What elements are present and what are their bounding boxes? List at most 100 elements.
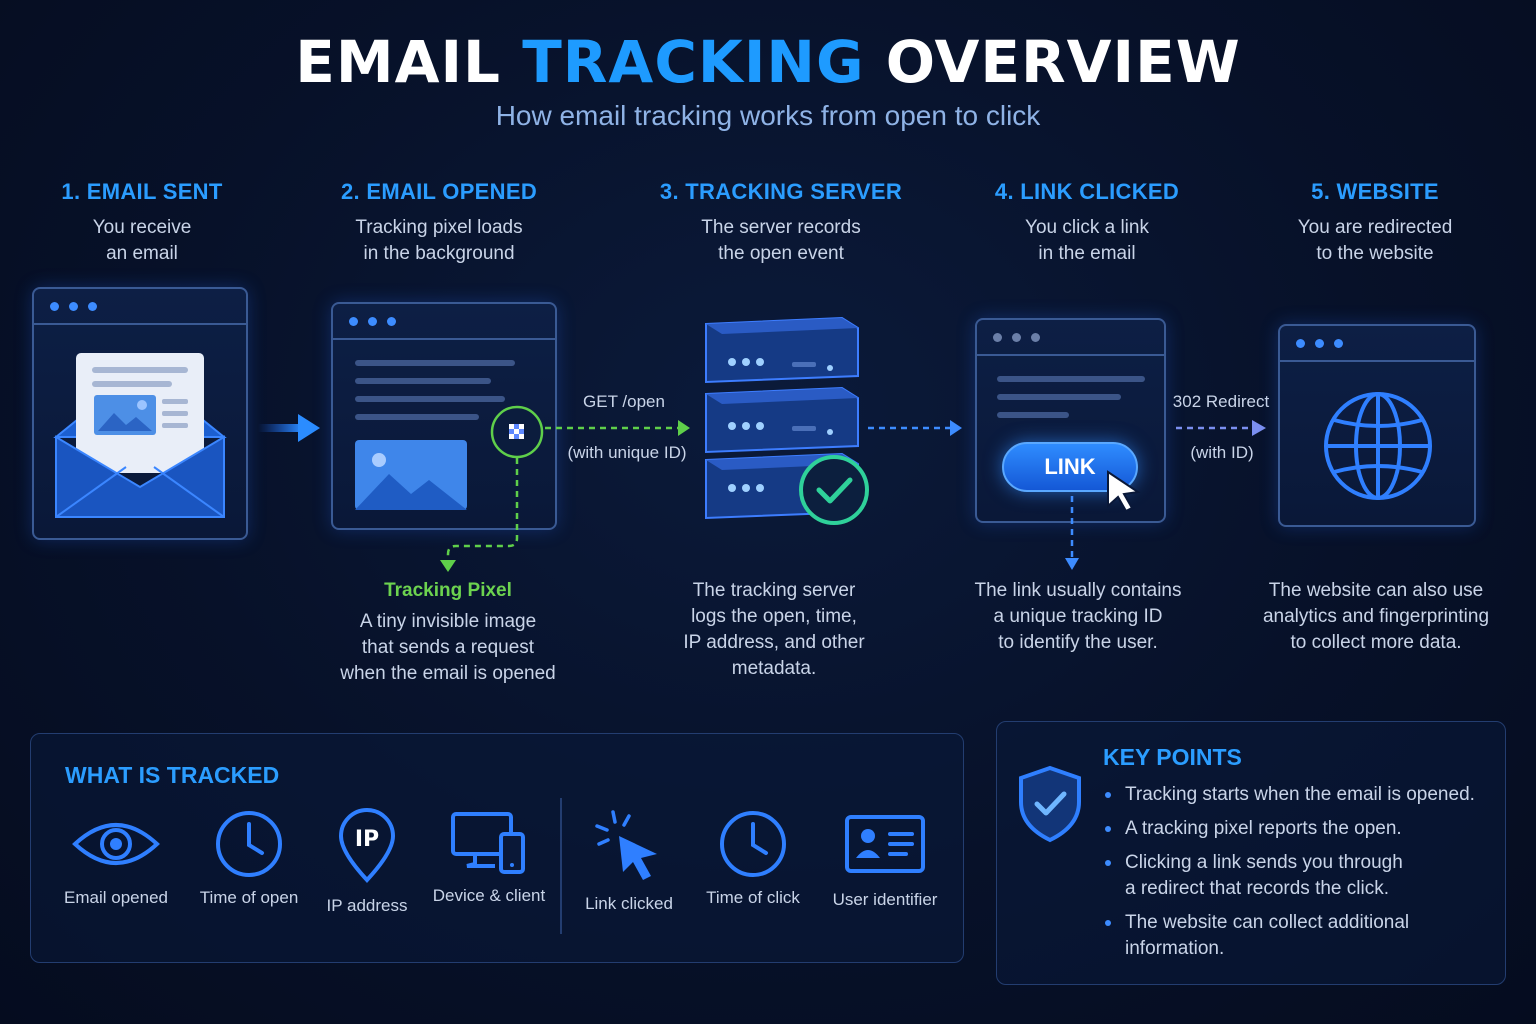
window-dot [1315, 338, 1324, 348]
window-dot [1296, 338, 1305, 348]
redirect-arrow-icon [1176, 420, 1266, 436]
tracked-ip-address: IP IP address [297, 808, 437, 916]
link-button[interactable]: LINK [1002, 442, 1138, 492]
note-line: metadata. [731, 658, 817, 679]
key-point: The website can collect additional inform… [1103, 910, 1493, 962]
step-title: 4. LINK CLICKED [994, 179, 1180, 204]
link-note: The link usually contains a unique track… [928, 578, 1228, 656]
cursor-icon [1107, 470, 1141, 512]
text-line [355, 396, 505, 402]
key-point-line: information. [1125, 938, 1225, 959]
step-desc-line: You are redirected [1297, 217, 1453, 238]
ip-icon-text: IP [355, 827, 379, 852]
text-line [997, 376, 1145, 382]
eye-icon [72, 823, 160, 865]
tracked-label: Email opened [64, 888, 168, 907]
tracked-time-of-open: Time of open [179, 811, 319, 908]
text-line [355, 360, 515, 366]
title-part1: EMAIL [295, 28, 523, 96]
window-dot [349, 316, 358, 326]
step-desc-line: in the background [363, 243, 515, 264]
note-line: The website can also use [1268, 580, 1484, 601]
note-line: to identify the user. [998, 632, 1158, 653]
step-desc-line: an email [106, 243, 178, 264]
window-dot [88, 301, 97, 311]
key-points-title: KEY POINTS [1103, 744, 1242, 770]
note-line: logs the open, time, [691, 606, 857, 627]
tracked-label: User identifier [832, 890, 938, 909]
window-dot [387, 316, 396, 326]
step-title: 1. EMAIL SENT [61, 179, 223, 204]
server-icon [705, 316, 869, 525]
with-id-label: (with ID) [1190, 443, 1254, 462]
window-titlebar [977, 320, 1164, 356]
note-line: analytics and fingerprinting [1262, 606, 1490, 627]
window-titlebar [34, 289, 246, 325]
window-dot [1031, 332, 1040, 342]
opened-email-window [331, 302, 557, 530]
tracked-label: Device & client [432, 886, 546, 905]
page-title: EMAIL TRACKING OVERVIEW [0, 28, 1536, 96]
tracking-pixel-title: Tracking Pixel [384, 580, 512, 601]
step-desc-line: the open event [718, 243, 844, 264]
key-point-line: A tracking pixel reports the open. [1125, 818, 1402, 839]
step-title: 5. WEBSITE [1311, 179, 1439, 204]
key-point-line: Clicking a link sends you through [1125, 852, 1403, 873]
key-point-line: Tracking starts when the email is opened… [1125, 784, 1475, 805]
window-dot [368, 316, 377, 326]
note-line: The tracking server [692, 580, 856, 601]
text-line [997, 412, 1069, 418]
step-desc-line: Tracking pixel loads [355, 217, 523, 238]
note-line: when the email is opened [340, 663, 556, 684]
key-points-panel: KEY POINTS Tracking starts when the emai… [996, 721, 1506, 985]
cursor-click-icon [595, 810, 657, 880]
title-accent: TRACKING [522, 28, 865, 96]
key-points-list: Tracking starts when the email is opened… [1103, 782, 1493, 970]
note-line: A tiny invisible image [359, 611, 537, 632]
text-line [355, 378, 491, 384]
window-dot [993, 332, 1002, 342]
arrow-right-icon [258, 414, 320, 442]
get-open-label: GET /open [583, 392, 665, 411]
page-subtitle: How email tracking works from open to cl… [495, 100, 1041, 131]
divider [560, 798, 562, 934]
key-point-line: The website can collect additional [1125, 912, 1410, 933]
key-point: Clicking a link sends you through a redir… [1103, 850, 1493, 902]
text-line [355, 414, 479, 420]
website-note: The website can also use analytics and f… [1226, 578, 1526, 656]
dashed-arrow-down-icon [1065, 496, 1079, 570]
note-line: a unique tracking ID [993, 606, 1163, 627]
clock-icon [720, 811, 786, 877]
window-titlebar [1280, 326, 1474, 362]
globe-icon [1324, 392, 1432, 500]
window-dot [1334, 338, 1343, 348]
step-title: 3. TRACKING SERVER [659, 179, 903, 204]
tracked-email-opened: Email opened [46, 814, 186, 908]
window-dot [1012, 332, 1021, 342]
envelope-icon [53, 353, 227, 518]
note-line: IP address, and other [683, 632, 865, 653]
window-titlebar [333, 304, 555, 340]
step-desc: Tracking pixel loads in the background [279, 215, 599, 267]
window-dot [69, 301, 78, 311]
tracked-label: Time of open [199, 888, 299, 907]
dashed-arrow-icon [868, 420, 962, 436]
note-line: The link usually contains [974, 580, 1182, 601]
shield-check-icon [1019, 765, 1081, 843]
tracked-label: IP address [326, 896, 408, 915]
tracked-label: Link clicked [585, 894, 673, 913]
tracked-time-of-click: Time of click [683, 811, 823, 908]
note-line: that sends a request [361, 637, 535, 658]
window-dot [50, 301, 59, 311]
key-point-line: a redirect that records the click. [1125, 878, 1389, 899]
tracked-title: WHAT IS TRACKED [65, 762, 280, 788]
